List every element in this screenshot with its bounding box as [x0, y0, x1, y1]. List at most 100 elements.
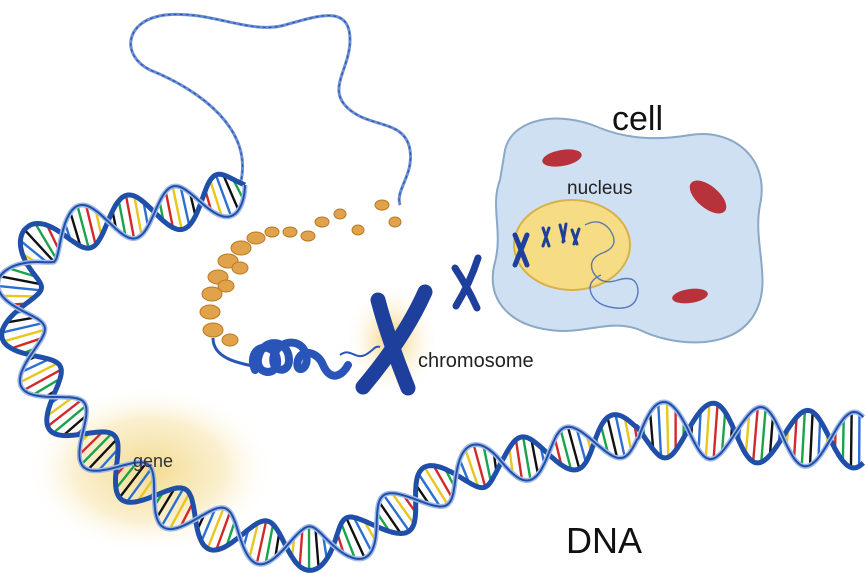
- base-pair: [352, 516, 373, 552]
- base-pair: [417, 473, 441, 508]
- base-pair: [87, 438, 118, 471]
- base-pair: [179, 502, 194, 528]
- dna-loop: [129, 12, 413, 206]
- base-pair: [482, 446, 493, 482]
- base-pair: [841, 418, 845, 462]
- base-pair: [222, 174, 240, 211]
- base-pair: [62, 414, 87, 437]
- mitochondrion: [542, 149, 582, 167]
- base-pair: [345, 517, 366, 559]
- base-pair: [255, 520, 268, 564]
- base-pair: [125, 467, 153, 503]
- mitochondrion: [689, 180, 727, 214]
- chromatin: [584, 221, 639, 309]
- label-cell: cell: [612, 100, 664, 138]
- chromosome-large: [355, 284, 433, 396]
- base-pair: [200, 508, 217, 542]
- dna-double-helix: [0, 171, 866, 573]
- base-pair: [521, 436, 532, 481]
- base-pair: [508, 447, 514, 474]
- base-pair: [21, 358, 50, 374]
- nuclear-chromosome: [570, 227, 581, 246]
- base-pair: [215, 511, 232, 551]
- base-pair: [214, 174, 233, 217]
- base-pair: [171, 186, 183, 230]
- base-pair: [8, 267, 37, 278]
- base-pair: [298, 529, 304, 567]
- base-pair: [1, 321, 43, 334]
- base-pair: [566, 426, 581, 470]
- base-pair: [472, 444, 487, 488]
- coiled-fiber: [249, 338, 352, 380]
- base-pair: [80, 432, 113, 466]
- base-pair: [97, 448, 119, 472]
- base-pair: [264, 524, 275, 564]
- base-pair: [808, 411, 814, 466]
- linker-dna: [339, 345, 381, 358]
- base-pair: [514, 439, 524, 480]
- base-pair: [712, 404, 719, 459]
- base-pair: [155, 487, 176, 519]
- label-dna: DNA: [566, 520, 643, 561]
- base-pair: [623, 417, 633, 451]
- nuclear-chromosome: [558, 222, 568, 244]
- base-pair: [751, 407, 759, 462]
- base-pair: [648, 412, 655, 450]
- mitochondrion: [672, 288, 708, 304]
- base-pair: [78, 431, 104, 456]
- base-pair: [76, 205, 90, 249]
- base-pair: [378, 501, 402, 535]
- base-pair: [382, 494, 411, 532]
- base-pair: [34, 223, 58, 260]
- label-nucleus: nucleus: [567, 178, 633, 199]
- base-pair: [744, 414, 751, 455]
- histone-fiber: [199, 199, 402, 347]
- base-pair: [657, 403, 663, 457]
- base-pair: [606, 417, 619, 458]
- base-pair: [530, 439, 540, 475]
- base-pair: [46, 396, 74, 418]
- base-pair: [2, 294, 36, 298]
- base-pair: [179, 186, 191, 226]
- base-pair: [6, 316, 36, 324]
- base-pair: [391, 492, 415, 525]
- base-pair: [768, 416, 775, 456]
- label-gene: gene: [133, 451, 174, 471]
- base-pair: [84, 205, 97, 245]
- chromosome-small: [451, 254, 482, 312]
- dna-backbone: [0, 171, 865, 573]
- base-pair: [94, 210, 103, 237]
- base-pair: [614, 414, 626, 458]
- base-pair: [19, 239, 48, 264]
- base-pair: [117, 200, 127, 237]
- base-pair: [792, 417, 798, 459]
- base-pair: [142, 201, 150, 227]
- base-pair: [817, 420, 822, 458]
- base-pair: [10, 337, 43, 350]
- base-pair: [553, 438, 563, 466]
- base-pair: [575, 428, 588, 463]
- base-pair: [115, 461, 138, 490]
- base-pair: [3, 328, 46, 343]
- base-pair: [19, 362, 59, 384]
- base-pair: [800, 410, 807, 466]
- dna-loop: [130, 13, 412, 206]
- label-chromosome: chromosome: [418, 350, 534, 372]
- base-pair: [0, 285, 41, 292]
- base-pair: [124, 195, 136, 239]
- dna-backbone: [0, 184, 865, 566]
- base-pair: [168, 492, 191, 530]
- base-pair: [0, 275, 41, 286]
- base-pair: [423, 466, 449, 506]
- nuclear-chromosome: [512, 232, 530, 268]
- base-pair: [23, 228, 55, 263]
- base-pair: [160, 487, 185, 527]
- base-pair: [760, 408, 767, 463]
- base-pair: [32, 377, 61, 396]
- base-pair: [599, 425, 610, 454]
- base-pair: [69, 212, 82, 247]
- base-pair: [133, 195, 143, 236]
- base-pair: [849, 412, 853, 468]
- base-pair: [559, 429, 573, 470]
